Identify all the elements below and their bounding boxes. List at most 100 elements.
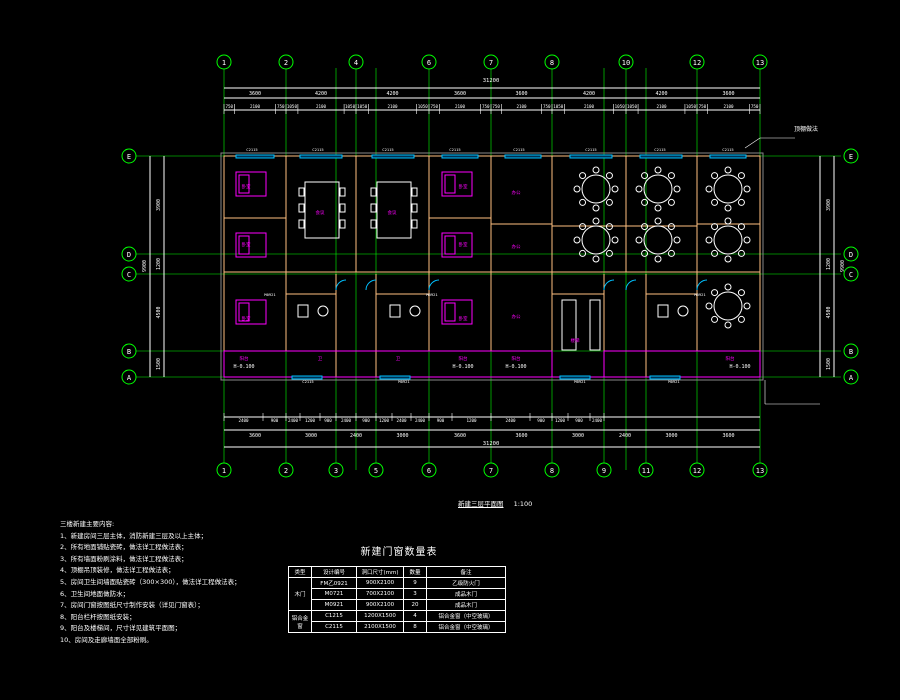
dimension-value: 900 [324, 418, 332, 423]
axis-bubble-label: B [849, 348, 853, 356]
chair [667, 223, 675, 231]
table-cell: 900X2100 [356, 599, 404, 611]
axis-bubble [348, 54, 364, 70]
chair [592, 255, 600, 263]
table-cell: 2100X1500 [356, 621, 404, 633]
round-table [581, 174, 611, 204]
toilet [389, 304, 401, 318]
axis-bubble-label: 13 [756, 467, 764, 475]
chair [579, 198, 587, 206]
door-tag: M0921 [264, 292, 276, 297]
round-table [713, 225, 743, 255]
chair [339, 203, 346, 213]
axis-bubble [121, 343, 137, 359]
table-cell: 8 [403, 621, 427, 633]
furniture [235, 166, 751, 351]
chair [370, 187, 377, 197]
window-tag: C2115 [654, 147, 665, 152]
room-label: 卧室 [242, 183, 251, 190]
window-tag: C2115 [312, 147, 323, 152]
axis-bubble-label: 1 [222, 467, 226, 475]
axis-bubble [843, 369, 859, 385]
dimension-value: 900 [537, 418, 545, 423]
dimension-value: 3600 [249, 91, 261, 97]
axis-bubble-label: 2 [284, 59, 288, 67]
dimension-value: 4500 [156, 306, 162, 318]
dimension-value: 1200 [379, 418, 390, 423]
dimension-value: 3600 [722, 91, 734, 97]
axis-bubble [121, 246, 137, 262]
axis-bubble [483, 462, 499, 478]
dimension-value: 4200 [315, 91, 327, 97]
chair [654, 217, 662, 225]
axis-bubble-label: 8 [550, 59, 554, 67]
dimension-value: 2100 [387, 104, 398, 109]
table-cell: 1200X1500 [356, 610, 404, 622]
leader-line [744, 137, 761, 149]
chair [635, 236, 643, 244]
chair [724, 204, 732, 212]
axis-bubble [121, 369, 137, 385]
axis-bubble-label: 12 [693, 467, 701, 475]
axis-bubble [596, 462, 612, 478]
level-mark: H-0.100 [505, 364, 526, 370]
dimension-value: 900 [575, 418, 583, 423]
window-mark [441, 154, 479, 159]
stair [561, 299, 577, 351]
dimension-value: 1200 [156, 258, 162, 270]
header-cell: 备注 [426, 566, 506, 578]
chair [611, 185, 619, 193]
drawing-title: 新建三层平面图 1:100 [458, 498, 532, 508]
axis-bubble [752, 462, 768, 478]
chair [654, 204, 662, 212]
room-wall [223, 217, 287, 273]
round-table [581, 225, 611, 255]
axis-bubble [121, 148, 137, 164]
chair [673, 185, 681, 193]
chair [737, 172, 745, 180]
axis-bubble-label: 5 [374, 467, 378, 475]
dimension-value: 4200 [655, 91, 667, 97]
dimension-value: 2400 [288, 418, 299, 423]
axis-bubble [544, 54, 560, 70]
dimension-value: 2400 [505, 418, 516, 423]
chair [711, 223, 719, 231]
table-cell: 900X2100 [356, 577, 404, 589]
axis-bubble-label: C [127, 271, 131, 279]
chair [737, 315, 745, 323]
room-label: 卧室 [459, 315, 468, 322]
dimension-value: 1050 [357, 104, 368, 109]
room-label: 卧室 [459, 183, 468, 190]
round-table [713, 174, 743, 204]
chair [370, 219, 377, 229]
table-cell: C2115 [311, 621, 357, 633]
room-wall [223, 271, 287, 352]
door-swing [603, 279, 615, 291]
dimension-value: 1050 [553, 104, 564, 109]
chair [592, 217, 600, 225]
table-row: 铝合金窗 C1215 1200X1500 4 铝合金窗（中空玻璃） [288, 610, 506, 633]
door-tag: M0921 [668, 379, 680, 384]
window-mark [649, 375, 681, 380]
note-item: 4、顶棚吊顶装修，做法详工程做法表； [60, 566, 175, 575]
dimension-value: 2100 [723, 104, 734, 109]
dimension-value: 1050 [418, 104, 429, 109]
round-table [643, 225, 673, 255]
room-label: 办公 [512, 189, 521, 196]
dimension-value: 2100 [656, 104, 667, 109]
dimension-value: 1200 [305, 418, 316, 423]
level-mark: H-0.100 [452, 364, 473, 370]
door-swing [335, 279, 347, 291]
chair [411, 203, 418, 213]
header-cell: 类型 [288, 566, 312, 578]
window-tag: C2115 [449, 147, 460, 152]
axis-bubble-label: 3 [334, 467, 338, 475]
door-window-table: 类型 设计编号 洞口尺寸(mm) 数量 备注 木门 FM乙0921 900X21… [288, 566, 506, 633]
chair [724, 255, 732, 263]
axis-bubble-label: A [849, 374, 854, 382]
room-label: 阳台 [240, 355, 249, 362]
table-cell: C1215 [311, 610, 357, 622]
window-mark [569, 154, 613, 159]
room-wall [490, 223, 553, 273]
chair [673, 236, 681, 244]
